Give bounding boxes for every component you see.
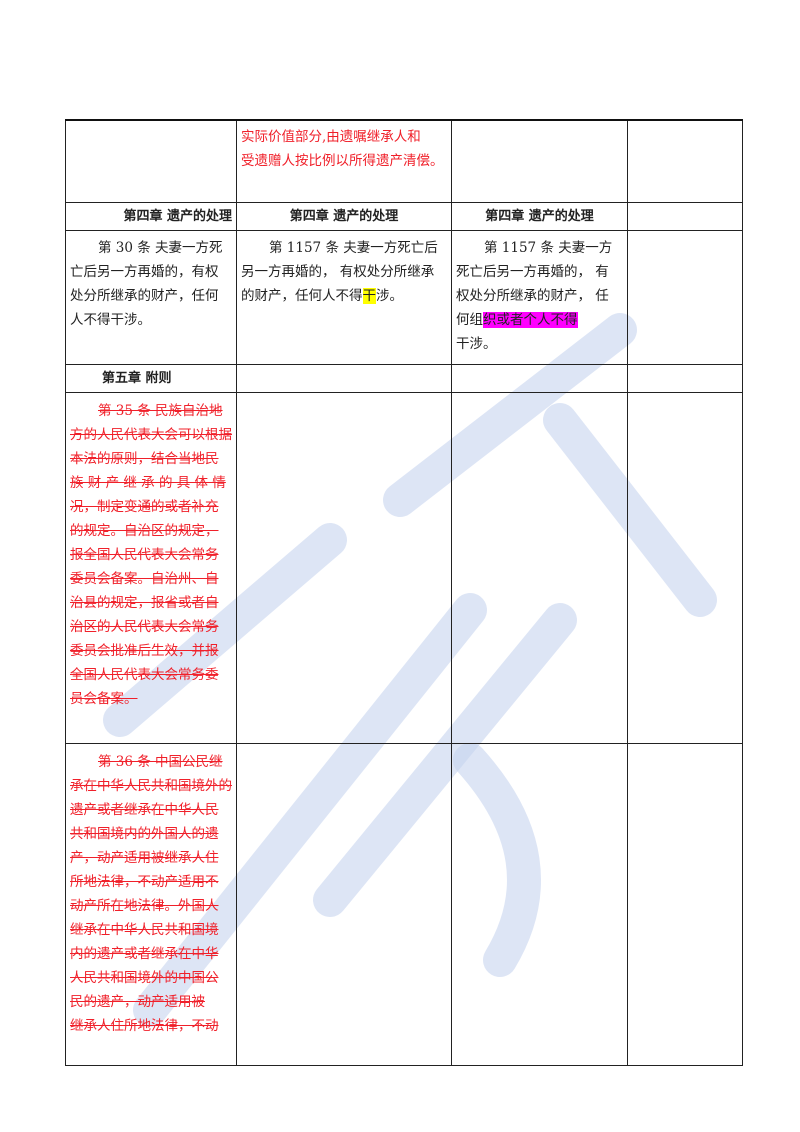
text-line: 实际价值部分,由遗嘱继承人和 <box>241 129 421 145</box>
text-line: 方的人民代表大会可以根据 <box>70 426 232 443</box>
text-line: 共和国境内的外国人的遗 <box>70 825 219 842</box>
comparison-table: 实际价值部分,由遗嘱继承人和 受遗赠人按比例以所得遗产清偿。 第四章 遗产的处理… <box>65 119 743 1066</box>
cell-empty <box>451 363 628 393</box>
cell-empty <box>236 391 452 744</box>
article-text-red: 实际价值部分,由遗嘱继承人和 受遗赠人按比例以所得遗产清偿。 <box>236 119 452 203</box>
text-line: 族 财 产 继 承 的 具 体 情 <box>70 474 226 491</box>
text-line: 继承在中华人民共和国境 <box>70 921 219 938</box>
cell-empty <box>627 391 743 744</box>
highlight-yellow: 干 <box>362 287 376 304</box>
final-article-1157: 第 1157 条 夫妻一方 死亡后另一方再婚的， 有 权处分所继承的财产， 任 … <box>451 229 628 365</box>
text-line: 人民共和国境外的中国公 <box>70 969 219 986</box>
cell-empty <box>627 363 743 393</box>
deleted-article-36: 第 36 条 中国公民继承在中华人民共和国境外的遗产或者继承在中华人民共和国境内… <box>65 742 237 1066</box>
text-line: 治区的人民代表大会常务 <box>70 618 219 635</box>
text-line: 第 36 条 中国公民继 <box>98 753 223 770</box>
text-line: 全国人民代表大会常务委 <box>70 666 219 683</box>
text-line: 本法的原则，结合当地民 <box>70 450 219 467</box>
text-line: 继承人住所地法律，不动 <box>70 1017 219 1034</box>
highlight-magenta: 织或者个人不得 <box>483 311 578 328</box>
text-line: 干涉。 <box>456 335 497 352</box>
text-line: 委员会备案。自治州、自 <box>70 570 219 587</box>
text-line: 动产所在地法律。外国人 <box>70 897 219 914</box>
cell-empty <box>627 119 743 203</box>
text-line: 第 35 条 民族自治地 <box>98 402 223 419</box>
text-line: 第 1157 条 夫妻一方 <box>484 239 613 256</box>
cell-empty <box>236 742 452 1066</box>
text-line: 承在中华人民共和国境外的 <box>70 777 232 794</box>
chapter-heading: 第四章 遗产的处理 <box>451 201 628 231</box>
cell-empty <box>236 363 452 393</box>
text-line: 的财产，任何人不得 <box>241 287 363 304</box>
text-line: 内的遗产或者继承在中华 <box>70 945 219 962</box>
deleted-article-35: 第 35 条 民族自治地方的人民代表大会可以根据本法的原则，结合当地民族 财 产… <box>65 391 237 744</box>
text-line: 何组 <box>456 311 483 328</box>
text-line: 另一方再婚的， 有权处分所继承 <box>241 263 435 280</box>
text-line: 的规定。自治区的规定， <box>70 522 219 539</box>
text-line: 人不得干涉。 <box>70 311 151 328</box>
text-line: 遗产或者继承在中华人民 <box>70 801 219 818</box>
text-line: 第 30 条 夫妻一方死 <box>98 239 223 256</box>
text-line: 委员会批准后生效，并报 <box>70 642 219 659</box>
cell-empty <box>451 119 628 203</box>
text-line: 受遗赠人按比例以所得遗产清偿。 <box>241 153 444 169</box>
text-line: 治县的规定，报省或者自 <box>70 594 219 611</box>
text-line: 权处分所继承的财产， 任 <box>456 287 609 304</box>
chapter-heading <box>627 201 743 231</box>
cell-empty <box>451 742 628 1066</box>
text-line: 死亡后另一方再婚的， 有 <box>456 263 609 280</box>
text-line: 况，制定变通的或者补充 <box>70 498 219 515</box>
text-line: 产，动产适用被继承人住 <box>70 849 219 866</box>
cell-empty <box>451 391 628 744</box>
cell-empty <box>65 119 237 203</box>
text-line: 员会备案。 <box>70 690 138 707</box>
text-line: 第 1157 条 夫妻一方死亡后 <box>269 239 438 256</box>
chapter-heading: 第五章 附则 <box>65 363 237 393</box>
text-line: 处分所继承的财产，任何 <box>70 287 219 304</box>
text-line: 所地法律，不动产适用不 <box>70 873 219 890</box>
cell-empty <box>627 229 743 365</box>
draft-article-1157: 第 1157 条 夫妻一方死亡后 另一方再婚的， 有权处分所继承 的财产，任何人… <box>236 229 452 365</box>
chapter-heading: 第四章 遗产的处理 <box>236 201 452 231</box>
old-article-30: 第 30 条 夫妻一方死 亡后另一方再婚的，有权 处分所继承的财产，任何 人不得… <box>65 229 237 365</box>
text-line: 报全国人民代表大会常务 <box>70 546 219 563</box>
chapter-heading: 第四章 遗产的处理 <box>65 201 237 231</box>
cell-empty <box>627 742 743 1066</box>
text-line: 民的遗产，动产适用被 <box>70 993 205 1010</box>
text-line: 亡后另一方再婚的，有权 <box>70 263 219 280</box>
text-line: 涉。 <box>376 287 403 304</box>
